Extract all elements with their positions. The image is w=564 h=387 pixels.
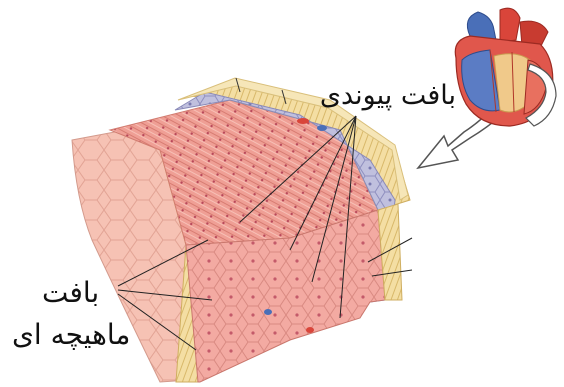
blood-vessel	[317, 125, 327, 131]
blood-vessel	[297, 118, 309, 124]
connective-tissue-label: بافت پیوندی	[320, 80, 456, 111]
blood-vessel	[264, 309, 272, 315]
blood-vessel	[306, 327, 314, 333]
muscle-tissue-label-line1: بافت	[42, 276, 99, 309]
heart-illustration	[455, 8, 556, 126]
muscle-tissue-label-line2: ماهیچه ای	[12, 318, 130, 351]
